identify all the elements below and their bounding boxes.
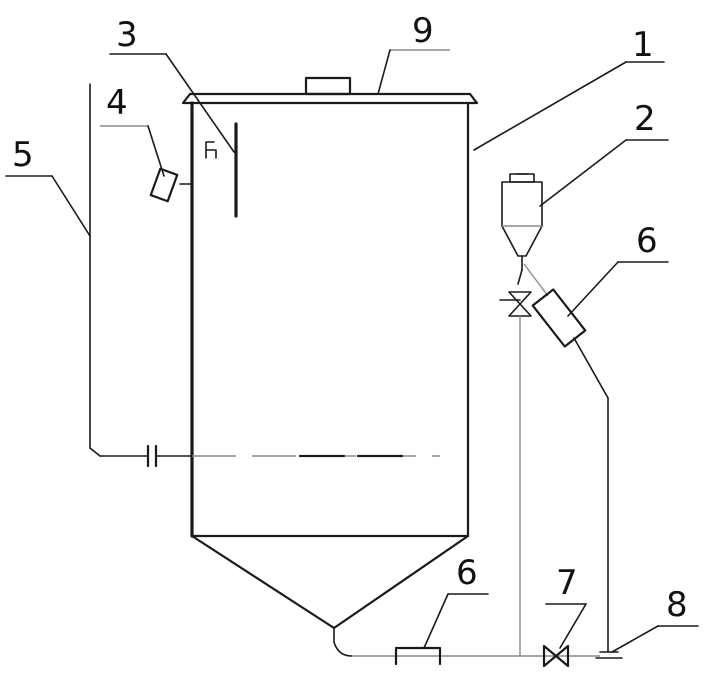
label-7: 7 xyxy=(556,563,578,603)
tank-outlet xyxy=(333,627,353,657)
label-8: 8 xyxy=(666,585,688,625)
side-fitting xyxy=(149,167,193,203)
label-2: 2 xyxy=(634,99,656,139)
level-gauge xyxy=(89,83,440,468)
tank xyxy=(181,76,479,657)
flow-meter-upper xyxy=(523,263,623,659)
top-port xyxy=(304,76,352,96)
leader-lines xyxy=(5,49,699,653)
dosing-funnel xyxy=(499,173,543,656)
sensor-probe xyxy=(205,122,238,218)
label-9: 9 xyxy=(412,11,434,51)
label-6-upper: 6 xyxy=(636,221,658,261)
label-6-lower: 6 xyxy=(456,553,478,593)
label-3: 3 xyxy=(116,15,138,55)
label-5: 5 xyxy=(12,135,34,175)
bottom-pipe xyxy=(352,644,600,668)
tank-cone xyxy=(190,534,470,630)
label-1: 1 xyxy=(632,25,654,65)
tank-lid xyxy=(181,92,479,105)
label-4: 4 xyxy=(106,83,128,123)
